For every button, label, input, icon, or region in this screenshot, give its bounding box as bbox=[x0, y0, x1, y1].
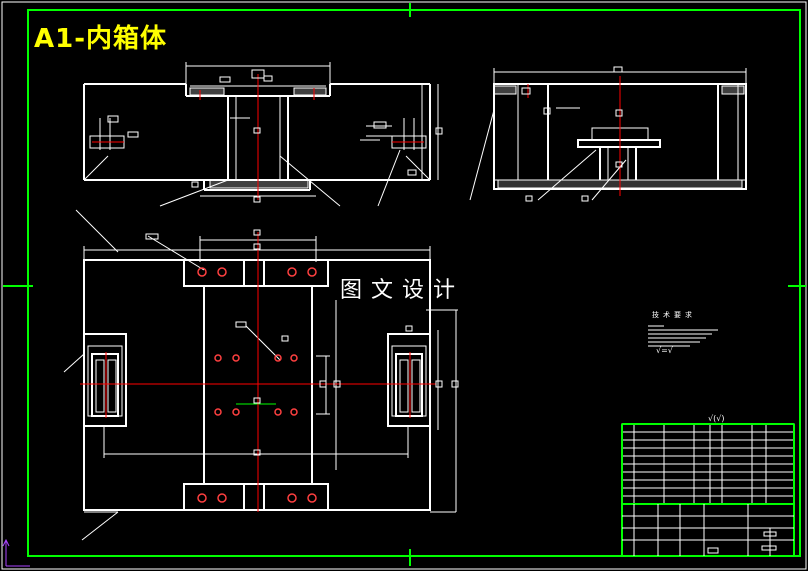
drawing-title: A1-内箱体 bbox=[34, 24, 168, 54]
ucs-axis-icon bbox=[2, 538, 30, 567]
tech-notes-lines bbox=[648, 325, 718, 347]
parts-list-table bbox=[621, 423, 795, 505]
plan-view-centerlines bbox=[80, 232, 436, 512]
front-view-centerlines bbox=[92, 74, 424, 200]
tech-requirements-heading: 技术要求 bbox=[652, 311, 696, 319]
title-block-grid bbox=[622, 504, 794, 556]
plan-view-holes bbox=[197, 267, 317, 503]
watermark-text: 图文设计 bbox=[340, 278, 465, 303]
roughness-symbol: √=√ bbox=[656, 346, 673, 355]
side-view-tags bbox=[521, 66, 623, 202]
side-view-centerlines bbox=[527, 76, 621, 196]
front-view bbox=[83, 83, 431, 191]
front-view-tags bbox=[107, 69, 443, 203]
title-block bbox=[621, 423, 795, 557]
roughness-other-symbol: √(√) bbox=[708, 414, 725, 423]
drawing-frame bbox=[27, 9, 801, 557]
plan-view bbox=[83, 259, 431, 511]
centering-marks bbox=[3, 3, 806, 566]
plan-view-tags bbox=[145, 229, 459, 456]
